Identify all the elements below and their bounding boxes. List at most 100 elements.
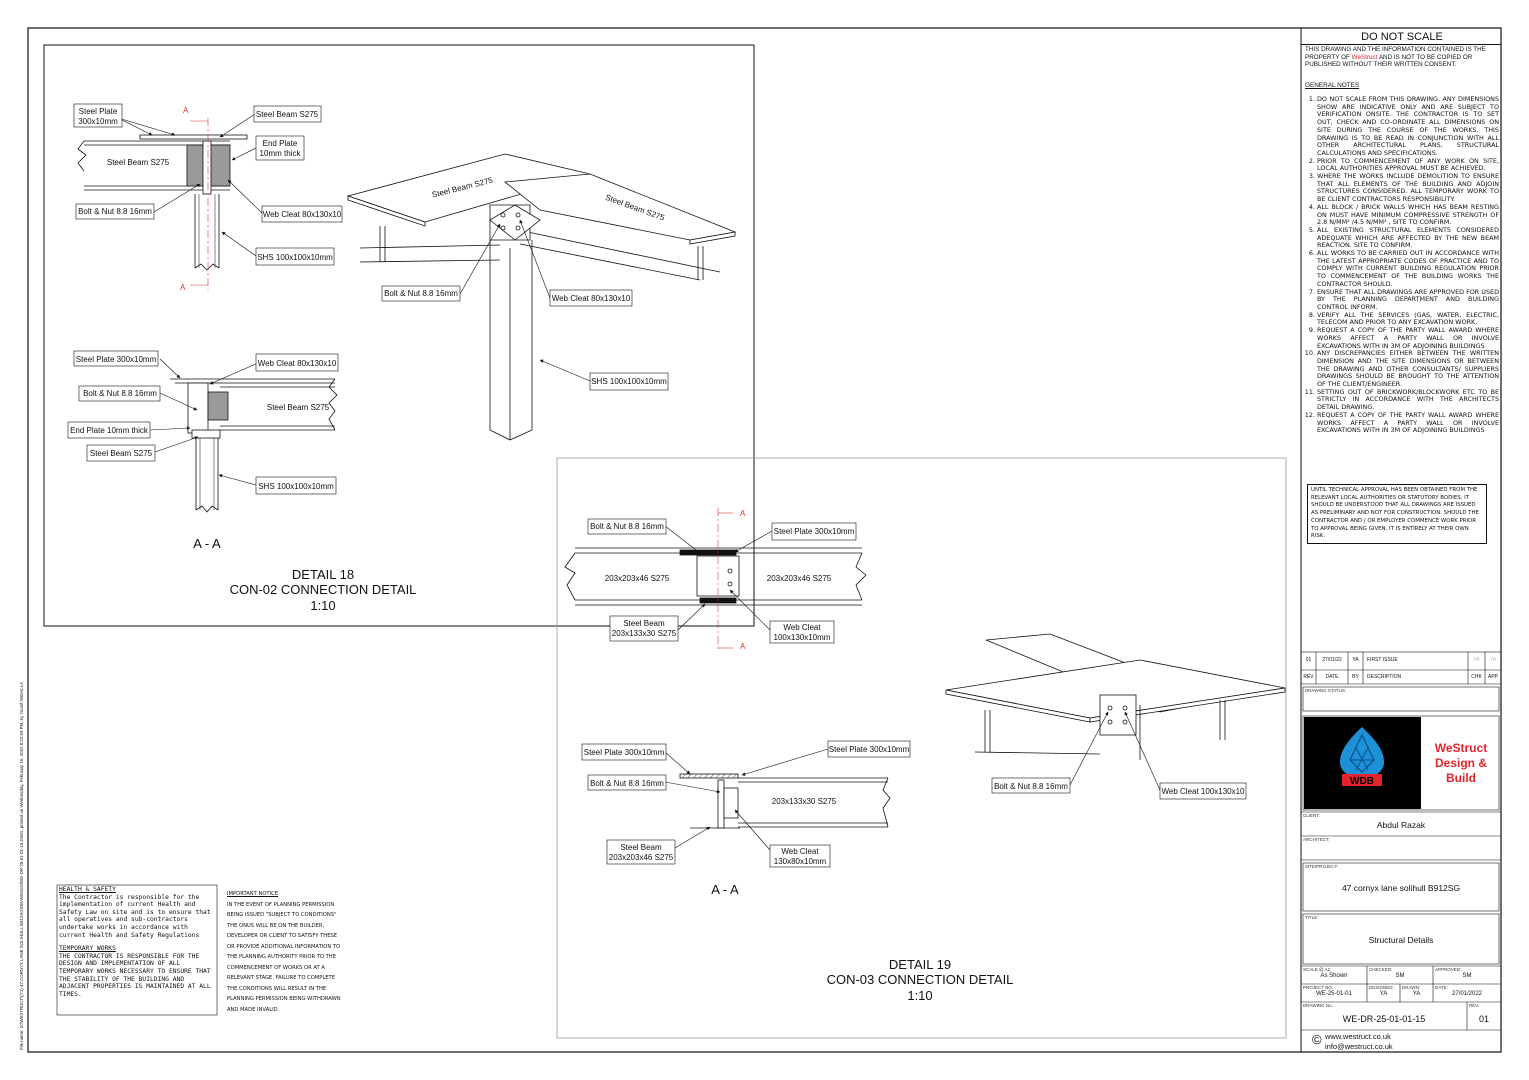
- d18-title: DETAIL 18: [292, 567, 354, 582]
- rev-row-app: YA: [1489, 657, 1497, 663]
- rev-row-rev: 01: [1305, 657, 1312, 663]
- d18-elev-beam-top-label: Steel Beam S275: [256, 110, 319, 119]
- d19-elev-beam-right-label: 203x203x46 S275: [767, 574, 832, 583]
- rev-row-by: YA: [1352, 657, 1359, 663]
- d18-sec-beam-right-label: Steel Beam S275: [267, 403, 330, 412]
- general-notes-heading: GENERAL NOTES: [1305, 82, 1360, 89]
- important-notice: IMPORTANT NOTICE IN THE EVENT OF PLANNIN…: [227, 889, 342, 1015]
- brand-line3: Build: [1446, 771, 1476, 785]
- rev-hdr-date: DATE: [1325, 674, 1339, 680]
- d19-sec-bolt-label: Bolt & Nut 8.8 16mm: [590, 779, 664, 788]
- d19-iso-bolt-label: Bolt & Nut 8.8 16mm: [994, 782, 1068, 791]
- scale-label: SCALE @ A1:: [1303, 967, 1332, 972]
- detail18-elevation: [77, 118, 248, 290]
- rev-row-chk: YA: [1473, 657, 1480, 663]
- checked-value: SM: [1395, 973, 1405, 979]
- tw-heading: TEMPORARY WORKS: [59, 945, 116, 953]
- designed-label: DESIGNED:: [1369, 985, 1394, 990]
- d19-title: DETAIL 19: [889, 957, 951, 972]
- d18-elev-bolt-label: Bolt & Nut 8.8 16mm: [78, 207, 152, 216]
- drawn-value: YA: [1412, 991, 1421, 997]
- notice-body: IN THE EVENT OF PLANNING PERMISSION BEIN…: [227, 901, 341, 1013]
- general-note-item: SETTING OUT OF BRICKWORK/BLOCKWORK ETC T…: [1317, 388, 1499, 412]
- hs-body: The Contractor is responsible for the im…: [59, 893, 211, 939]
- d18-scale: 1:10: [310, 598, 335, 613]
- logo-icon: [1340, 727, 1384, 778]
- d19-elev-bolt-label: Bolt & Nut 8.8 16mm: [590, 522, 664, 531]
- logo-wordmark-bg: [1342, 774, 1382, 786]
- d19-elev-plate-label: Steel Plate 300x10mm: [774, 527, 855, 536]
- d19-sec-beam-label: 203x133x30 S275: [772, 797, 837, 806]
- d19-iso-webcleat-label: Web Cleat 100x130x10: [1161, 787, 1245, 796]
- file-path-note: File name: D:\WESTRUCT\(Y1) 47 CORNYX LA…: [19, 682, 24, 1050]
- general-note-item: WHERE THE WORKS INCLUDE DEMOLITION TO EN…: [1317, 172, 1499, 204]
- d18-iso-shs-label: SHS 100x100x10mm: [591, 377, 667, 386]
- title-value: Structural Details: [1368, 935, 1434, 945]
- general-note-item: ALL BLOCK / BRICK WALLS WHICH HAS BEAM R…: [1317, 203, 1499, 227]
- hs-heading: HEALTH & SAFETY: [59, 886, 116, 893]
- detail18-isometric: [346, 153, 737, 441]
- rev-hdr-rev: REV: [1303, 674, 1314, 680]
- web-link[interactable]: www.westruct.co.uk: [1325, 1032, 1391, 1041]
- title-label: TITLE:: [1305, 915, 1319, 920]
- general-note-item: DO NOT SCALE FROM THIS DRAWING, ANY DIME…: [1317, 95, 1499, 158]
- general-note-item: ENSURE THAT ALL DRAWINGS ARE APPROVED FO…: [1317, 288, 1499, 312]
- detail18-frame: [43, 44, 755, 627]
- date-value: 27/01/2022: [1451, 991, 1483, 997]
- drawing-no-value: WE-DR-25-01-01-15: [1342, 1014, 1426, 1024]
- d19-sec-plate-right-label: Steel Plate 300x10mm: [829, 745, 910, 754]
- email-link[interactable]: info@westruct.co.uk: [1325, 1042, 1393, 1051]
- drawing-no-label: DRAWING No.: [1303, 1003, 1333, 1008]
- title-block-grid: [1300, 651, 1502, 1053]
- logo-wordmark: WDB: [1350, 776, 1374, 787]
- d18-section-title: A - A: [193, 536, 221, 551]
- property-brand: WeStruct: [1351, 53, 1378, 61]
- d19-section-mark-top: A: [740, 509, 746, 518]
- general-note-item: PRIOR TO COMMENCEMENT OF ANY WORK ON SIT…: [1317, 157, 1499, 173]
- detail19-isometric: [945, 633, 1286, 760]
- scale-value: As Shown: [1320, 973, 1348, 979]
- approval-box: UNTIL TECHNICAL APPROVAL HAS BEEN OBTAIN…: [1307, 484, 1487, 544]
- detail19-section: [679, 773, 891, 829]
- label-boxes: [67, 103, 1247, 868]
- d19-section-mark-bottom: A: [740, 642, 746, 651]
- rev-hdr-chk: CHK: [1471, 674, 1482, 680]
- health-safety-text: HEALTH & SAFETY The Contractor is respon…: [59, 886, 215, 998]
- d18-elev-beam-left-label: Steel Beam S275: [107, 158, 170, 167]
- health-safety-box: [56, 884, 218, 1016]
- site-value: 47 cornyx lane solihull B912SG: [1341, 883, 1461, 893]
- leader-lines: [117, 113, 1161, 851]
- site-label: SITE/PROJECT:: [1305, 864, 1339, 869]
- date-label: DATE:: [1435, 985, 1448, 990]
- architect-label: ARCHITECT:: [1303, 837, 1330, 842]
- d18-section-mark-top: A: [183, 106, 189, 115]
- detail19-elevation: [564, 508, 867, 652]
- rev-hdr-by: BY: [1352, 674, 1359, 680]
- d18-elev-shs-label: SHS 100x100x10mm: [257, 253, 333, 262]
- d18-subtitle: CON-02 CONNECTION DETAIL: [230, 582, 417, 597]
- brand-line2: Design &: [1435, 756, 1487, 770]
- d18-sec-beam-left-label: Steel Beam S275: [90, 449, 153, 458]
- rev-label: REV.: [1469, 1003, 1480, 1008]
- general-note-item: REQUEST A COPY OF THE PARTY WALL AWARD W…: [1317, 411, 1499, 435]
- detail19-frame: [556, 457, 1287, 1039]
- copyright-icon: ©: [1312, 1032, 1322, 1047]
- general-note-item: ALL EXISTING STRUCTURAL ELEMENTS CONSIDE…: [1317, 226, 1499, 250]
- d18-iso-webcleat-label: Web Cleat 80x130x10: [552, 294, 631, 303]
- general-note-item: ANY DISCREPANCIES EITHER BETWEEN THE WRI…: [1317, 349, 1499, 389]
- general-note-item: REQUEST A COPY OF THE PARTY WALL AWARD W…: [1317, 326, 1499, 350]
- d18-sec-plate-label: Steel Plate 300x10mm: [76, 355, 157, 364]
- client-value: Abdul Razak: [1376, 820, 1426, 830]
- general-note-item: ALL WORKS TO BE CARRIED OUT IN ACCORDANC…: [1317, 249, 1499, 289]
- client-label: CLIENT:: [1303, 813, 1320, 818]
- property-notice: THIS DRAWING AND THE INFORMATION CONTAIN…: [1305, 46, 1486, 69]
- do-not-scale: DO NOT SCALE: [1361, 31, 1443, 43]
- sheet-border: [27, 27, 1502, 1053]
- d18-sec-shs-label: SHS 100x100x10mm: [258, 482, 334, 491]
